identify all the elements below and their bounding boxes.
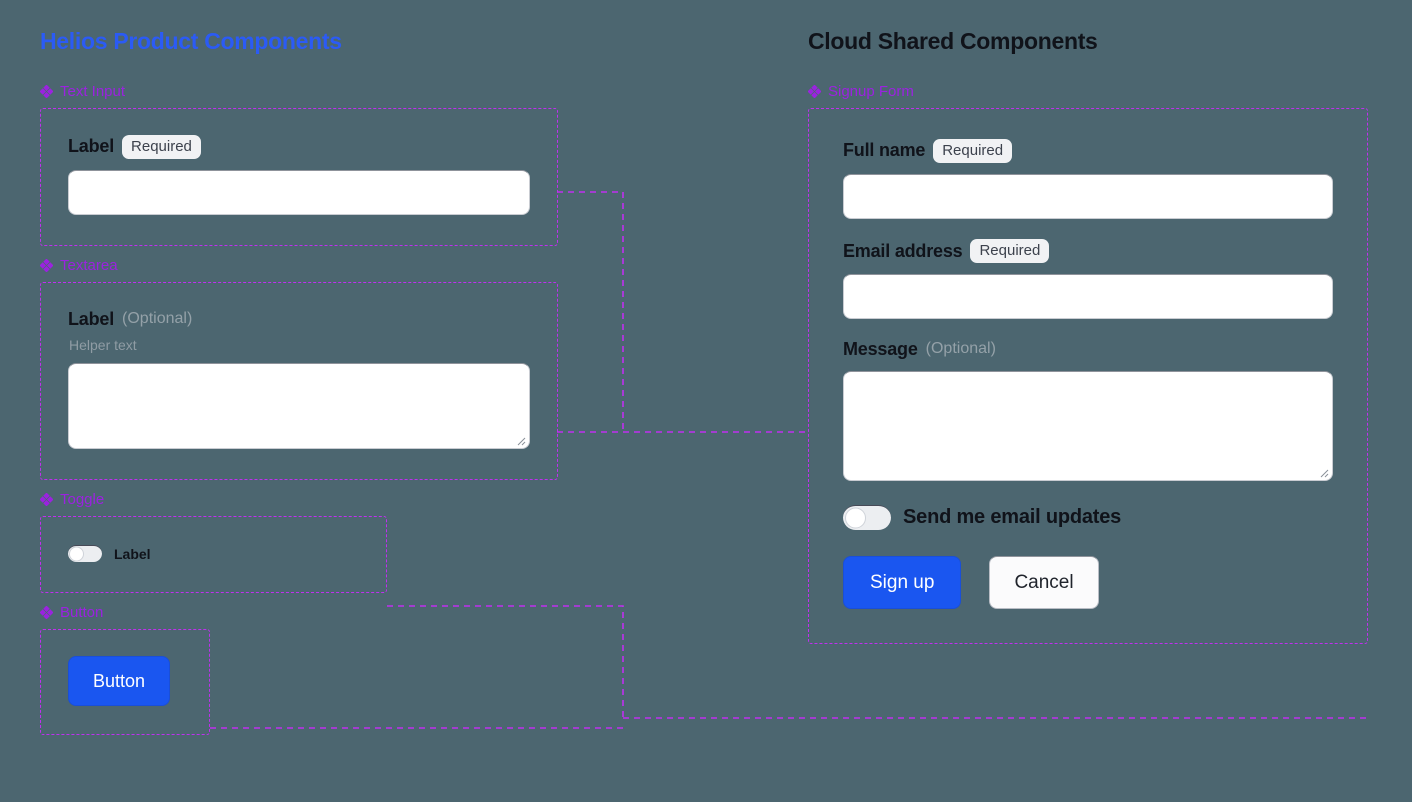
- field-label: Label: [68, 308, 115, 329]
- left-panel: Helios Product Components Text Input La: [39, 28, 600, 747]
- section-button: Button Button: [39, 604, 600, 736]
- toggle-switch[interactable]: [68, 545, 102, 563]
- component-diamond-icon: [807, 84, 822, 99]
- required-badge: Required: [970, 238, 1050, 264]
- field-message: Message (Optional): [843, 339, 1333, 481]
- toggle-row: Label: [68, 545, 359, 563]
- full-name-input[interactable]: [843, 173, 1333, 219]
- section-label-text: Signup Form: [828, 82, 914, 100]
- field-email-address: Email address Required: [843, 238, 1333, 320]
- section-label-textarea: Textarea: [39, 256, 600, 274]
- section-label-toggle: Toggle: [39, 491, 600, 509]
- optional-tag: (Optional): [925, 340, 996, 358]
- field-text-input: Label Required: [68, 134, 530, 215]
- component-box-toggle: Label: [40, 516, 387, 594]
- section-label-text: Textarea: [60, 256, 118, 274]
- component-diamond-icon: [39, 492, 54, 507]
- field-label: Label: [68, 136, 115, 157]
- field-label-row: Full name Required: [843, 138, 1333, 163]
- component-diamond-icon: [39, 258, 54, 273]
- component-box-text-input: Label Required: [40, 107, 558, 246]
- text-input-field[interactable]: [68, 169, 530, 215]
- email-updates-row: Send me email updates: [843, 504, 1333, 530]
- left-panel-title: Helios Product Components: [40, 28, 342, 54]
- field-label-row: Label Required: [68, 134, 530, 159]
- required-badge: Required: [122, 134, 201, 159]
- section-label-button: Button: [39, 604, 600, 622]
- field-label-row: Label (Optional): [68, 309, 530, 330]
- field-label-row: Message (Optional): [843, 339, 1333, 360]
- component-diamond-icon: [39, 605, 54, 620]
- cancel-button[interactable]: Cancel: [989, 555, 1099, 609]
- component-diamond-icon: [39, 84, 54, 99]
- section-label-text: Button: [60, 604, 104, 622]
- field-label: Full name: [843, 140, 926, 161]
- field-label-row: Email address Required: [843, 238, 1333, 264]
- helper-text: Helper text: [69, 336, 137, 353]
- textarea-wrapper: [843, 370, 1333, 481]
- email-updates-toggle[interactable]: [843, 504, 891, 530]
- toggle-knob: [69, 546, 84, 562]
- right-panel: Cloud Shared Components Signup Form: [807, 28, 1374, 656]
- component-box-button: Button: [40, 629, 210, 736]
- section-label-text: Text Input: [60, 82, 126, 100]
- section-textarea: Textarea Label (Optional) Helper text: [39, 256, 600, 481]
- textarea-wrapper: [68, 363, 530, 450]
- optional-tag: (Optional): [122, 309, 193, 327]
- field-textarea: Label (Optional) Helper text: [68, 309, 530, 450]
- right-panel-title: Cloud Shared Components: [808, 28, 1098, 54]
- email-updates-label: Send me email updates: [903, 505, 1122, 528]
- textarea-field[interactable]: [68, 363, 530, 450]
- form-actions: Sign up Cancel: [843, 555, 1333, 609]
- field-full-name: Full name Required: [843, 138, 1333, 219]
- section-label-text: Toggle: [60, 491, 105, 509]
- toggle-knob: [845, 507, 866, 529]
- toggle-label: Label: [114, 545, 151, 562]
- section-signup-form: Signup Form Full name Required Email add…: [807, 82, 1374, 644]
- required-badge: Required: [933, 138, 1013, 163]
- section-toggle: Toggle Label: [39, 491, 600, 594]
- demo-button[interactable]: Button: [68, 656, 171, 707]
- field-label: Message: [843, 339, 918, 360]
- field-label: Email address: [843, 240, 963, 261]
- component-box-signup-form: Full name Required Email address Require…: [808, 107, 1368, 644]
- section-text-input: Text Input Label Required: [39, 82, 600, 246]
- message-textarea[interactable]: [843, 370, 1333, 481]
- section-label-signup-form: Signup Form: [807, 82, 1374, 100]
- component-box-textarea: Label (Optional) Helper text: [40, 281, 558, 481]
- email-address-input[interactable]: [843, 274, 1333, 320]
- section-label-text-input: Text Input: [39, 82, 600, 100]
- sign-up-button[interactable]: Sign up: [843, 555, 962, 609]
